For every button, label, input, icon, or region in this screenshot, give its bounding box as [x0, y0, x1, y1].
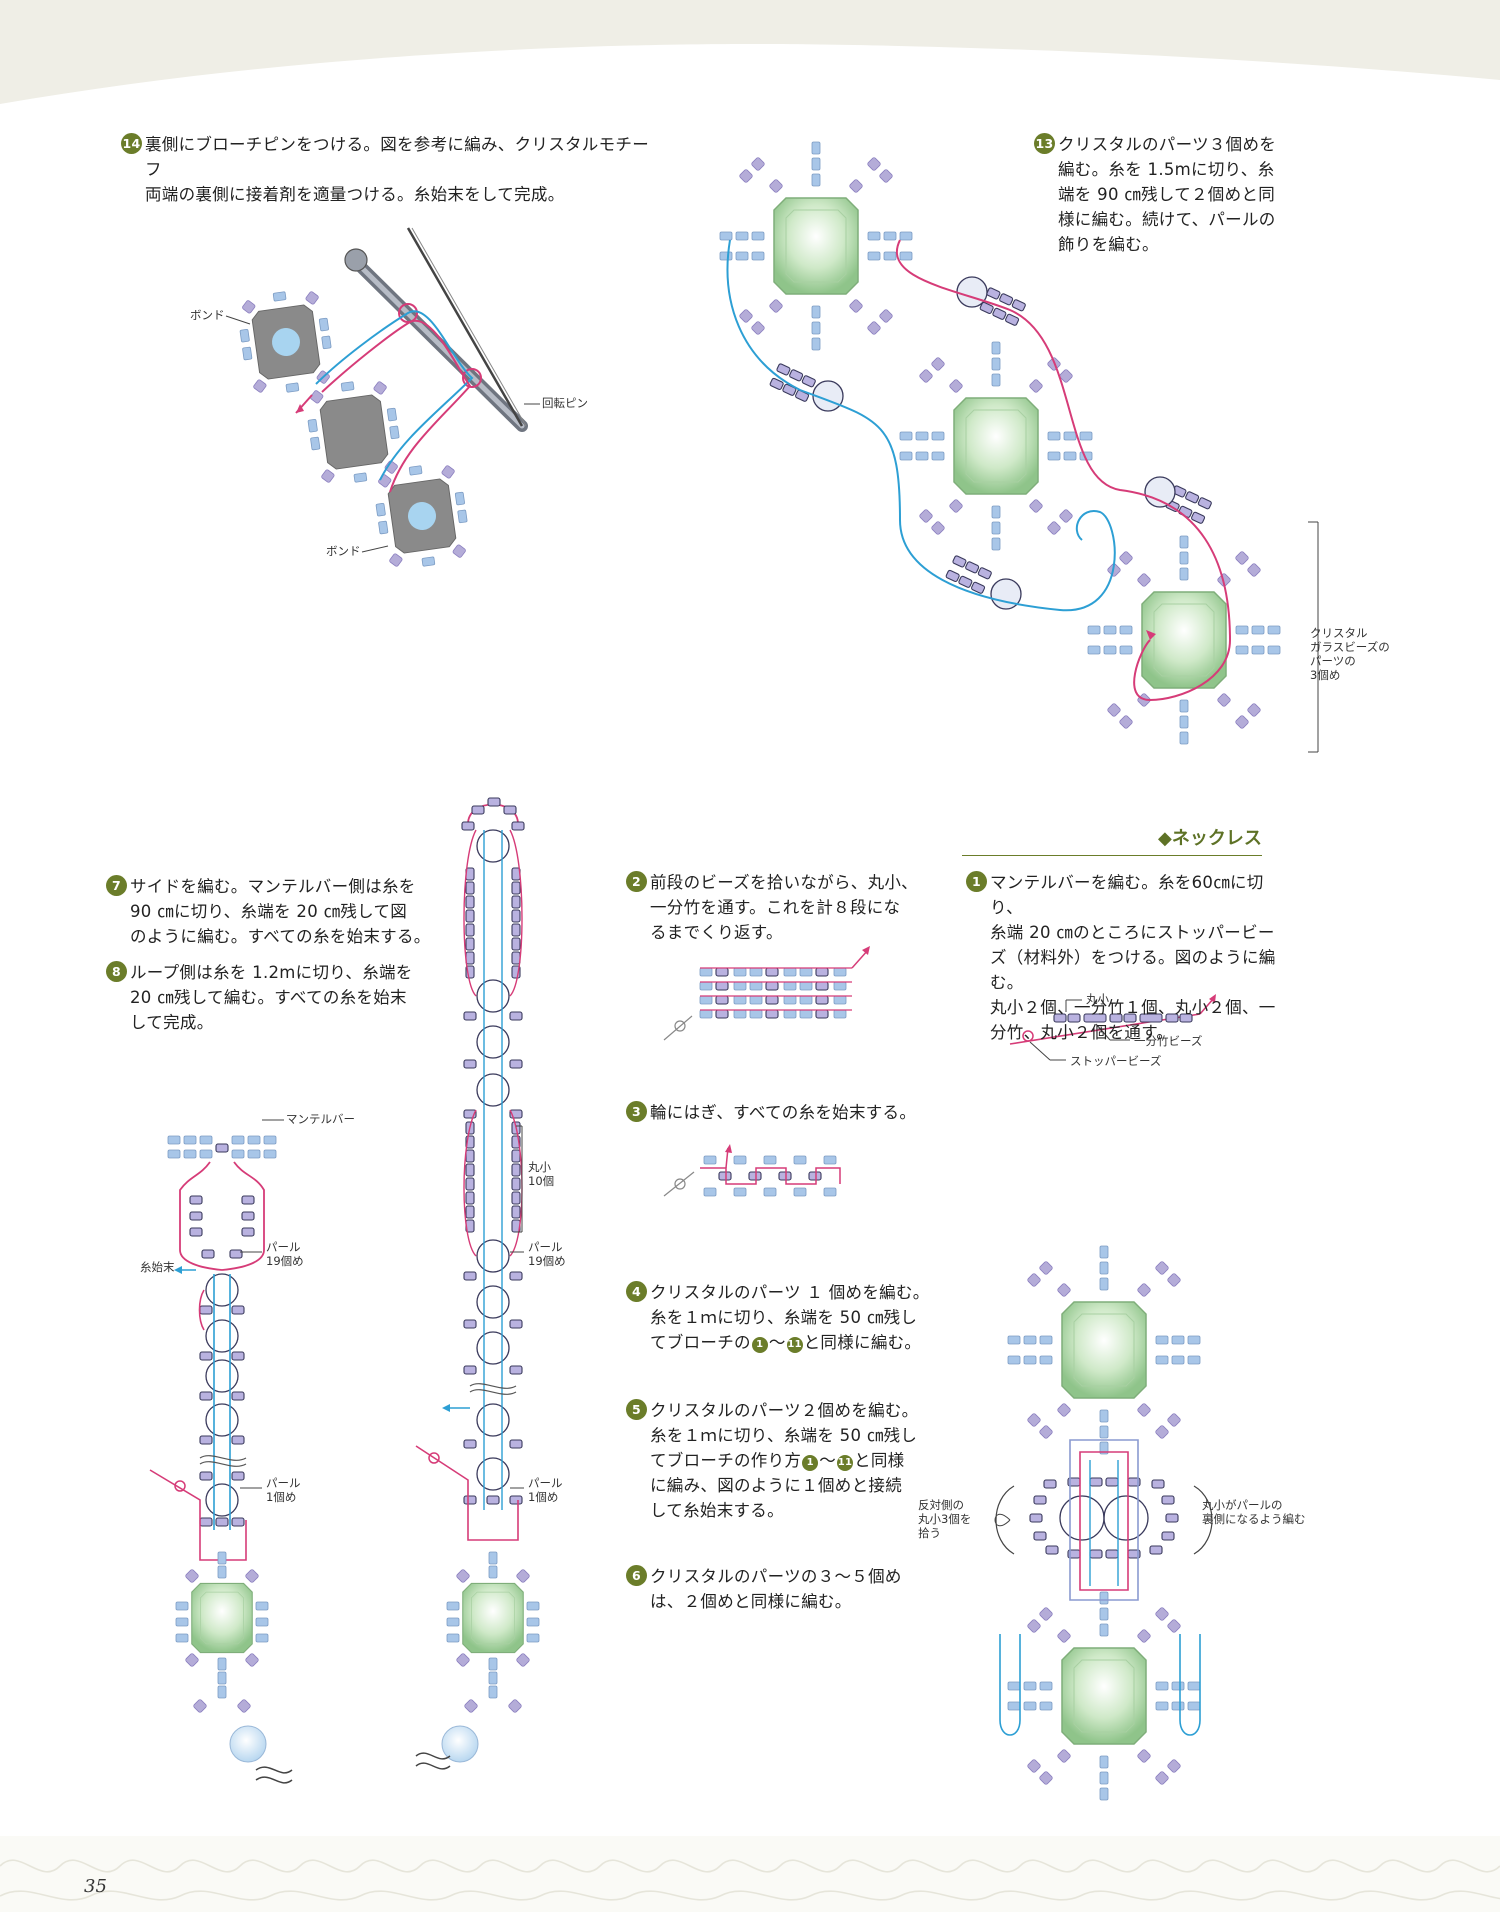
step-ref-badge: 11: [837, 1455, 854, 1471]
step-5-line-4: に編み、図のように１個めと接続: [650, 1476, 902, 1495]
label-pearl-1-a: パール 1個め: [266, 1476, 301, 1504]
label-mantel-bar: マンテルバー: [286, 1112, 355, 1126]
step-13-line-2: 編む。糸を 1.5mに切り、糸: [1058, 160, 1275, 179]
label-stopper: ストッパービーズ: [1070, 1054, 1162, 1068]
step-7-line-2: 90 ㎝に切り、糸端を 20 ㎝残して図: [130, 902, 408, 921]
step-1-line-4: 丸小２個、一分竹１個、丸小２個、一: [990, 998, 1276, 1017]
label-thread-end: 糸始末: [140, 1260, 175, 1274]
step-4-line-1: クリスタルのパーツ １ 個めを編む。: [650, 1283, 930, 1302]
step-8-line-3: して完成。: [130, 1013, 214, 1032]
step-5-line-5: して糸始末する。: [650, 1501, 784, 1520]
step-5-line-3-end: と同様: [854, 1451, 905, 1470]
step-number-badge: 5: [626, 1399, 647, 1420]
step-1-line-5: 分竹、丸小２個を通す。: [990, 1023, 1174, 1042]
label-bond-top: ボンド: [190, 308, 225, 322]
diagram-ring: [663, 1144, 841, 1197]
step-3-line-1: 輪にはぎ、すべての糸を始末する。: [650, 1103, 917, 1122]
diagram-brooch-pin: [225, 227, 540, 569]
step-number-badge: 7: [106, 875, 127, 896]
diagram-rows: [663, 946, 870, 1041]
step-6-line-2: は、２個めと同様に編む。: [650, 1592, 852, 1611]
diagram-side-mantel: [149, 1119, 293, 1784]
diagram-connection: [994, 1246, 1213, 1800]
step-5-line-1: クリスタルのパーツ２個めを編む。: [650, 1401, 919, 1420]
step-6-line-1: クリスタルのパーツの３～５個め: [650, 1567, 902, 1586]
label-pearl-1-b: パール 1個め: [528, 1476, 563, 1504]
step-number-badge: 3: [626, 1101, 647, 1122]
step-5-line-2: 糸を１ｍに切り、糸端を 50 ㎝残し: [650, 1426, 918, 1445]
page-number: 35: [84, 1876, 107, 1897]
label-maru-10: 丸小 10個: [528, 1160, 555, 1188]
range-tilde: ～: [768, 1333, 786, 1352]
section-divider: [962, 855, 1262, 856]
step-8-line-1: ループ側は糸を 1.2mに切り、糸端を: [130, 963, 413, 982]
diagram-three-parts: [720, 142, 1319, 753]
step-14-line-2: 両端の裏側に接着剤を適量つける。糸始末をして完成。: [145, 185, 565, 204]
label-ichibu: 一分竹ビーズ: [1134, 1034, 1203, 1048]
step-4-line-2: 糸を１ｍに切り、糸端を 50 ㎝残し: [650, 1308, 918, 1327]
step-14-line-1: 裏側にブローチピンをつける。図を参考に編み、クリスタルモチーフ: [145, 135, 649, 179]
step-ref-badge: 11: [786, 1337, 803, 1353]
step-13-line-3: 端を 90 ㎝残して２個めと同: [1058, 185, 1275, 204]
step-8-line-2: 20 ㎝残して編む。すべての糸を始末: [130, 988, 407, 1007]
step-2-line-2: 一分竹を通す。これを計８段にな: [650, 898, 901, 917]
label-opposite: 反対側の 丸小3個を 拾う: [918, 1498, 972, 1540]
section-title-necklace: ◆ネックレス: [1158, 828, 1262, 849]
range-tilde: ～: [819, 1451, 837, 1470]
step-number-badge: 2: [626, 871, 647, 892]
step-13-line-1: クリスタルのパーツ３個めを: [1058, 135, 1277, 154]
step-number-badge: 14: [121, 133, 142, 154]
step-2-line-1: 前段のビーズを拾いながら、丸小、: [650, 873, 918, 892]
step-1-line-1: マンテルバーを編む。糸を60㎝に切り、: [990, 873, 1264, 917]
step-13-line-4: 様に編む。続けて、パールの: [1058, 210, 1276, 229]
step-2-line-3: るまでくり返す。: [650, 923, 783, 942]
step-ref-badge: 1: [802, 1455, 819, 1471]
step-7-line-3: のように編む。すべての糸を始末する。: [130, 927, 431, 946]
label-pearl-19-a: パール 19個め: [266, 1240, 304, 1268]
diagram-loop-side: [415, 797, 539, 1770]
step-number-badge: 13: [1034, 133, 1055, 154]
label-maru-back: 丸小がパールの 裏側になるよう編む: [1202, 1498, 1306, 1526]
step-number-badge: 8: [106, 961, 127, 982]
step-13-line-5: 飾りを編む。: [1058, 235, 1159, 254]
step-7-line-1: サイドを編む。マンテルバー側は糸を: [130, 877, 416, 896]
step-4-line-3: てブローチの: [650, 1333, 751, 1352]
diagram-mantel-bar: [1009, 994, 1216, 1061]
label-rotating-pin: 回転ピン: [542, 396, 588, 410]
step-number-badge: 6: [626, 1565, 647, 1586]
step-1-line-2: 糸端 20 ㎝のところにストッパービー: [990, 923, 1275, 942]
step-ref-badge: 1: [751, 1337, 768, 1353]
step-number-badge: 4: [626, 1281, 647, 1302]
label-maru: 丸小: [1086, 992, 1109, 1006]
label-pearl-19-b: パール 19個め: [528, 1240, 566, 1268]
label-bond-bottom: ボンド: [326, 544, 361, 558]
label-crystal-third: クリスタル ガラスビーズの パーツの 3個め: [1310, 626, 1390, 682]
step-number-badge: 1: [966, 871, 987, 892]
step-5-line-3: てブローチの作り方: [650, 1451, 802, 1470]
step-4-line-3-end: と同様に編む。: [803, 1333, 922, 1352]
step-1-line-3: ズ（材料外）をつける。図のように編む。: [990, 948, 1276, 992]
